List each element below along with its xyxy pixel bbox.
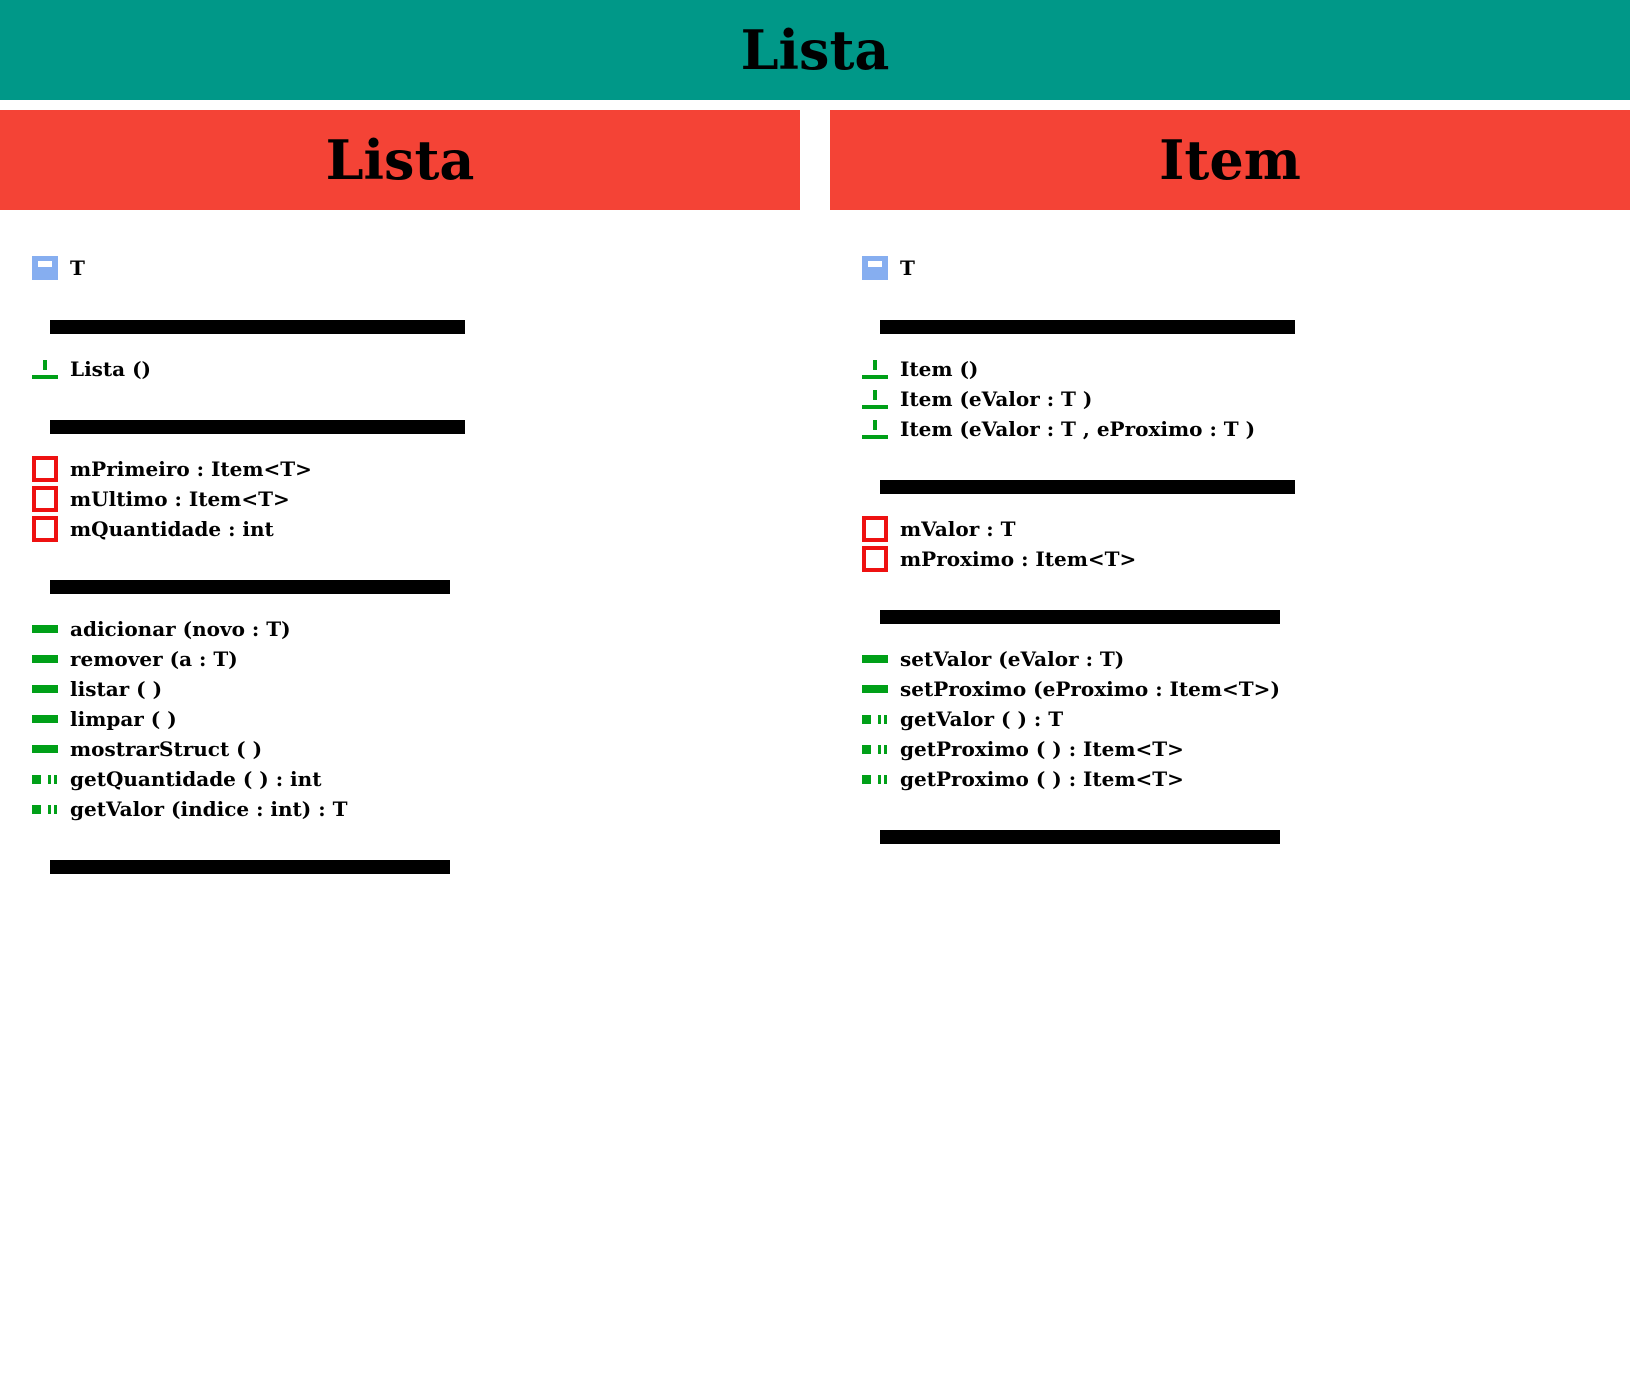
method-row: adicionar (novo : T) <box>32 614 291 644</box>
public-method-icon <box>32 706 58 732</box>
class-name: Lista <box>325 128 475 192</box>
class-name: Item <box>1159 128 1301 192</box>
method-label: getValor ( ) : T <box>900 707 1064 731</box>
method-row: getProximo ( ) : Item<T> <box>862 734 1184 764</box>
section-divider <box>880 830 1280 844</box>
field-row: mProximo : Item<T> <box>862 544 1136 574</box>
getter-method-icon <box>32 796 58 822</box>
getter-method-icon <box>862 766 888 792</box>
public-method-icon <box>32 736 58 762</box>
method-row: getQuantidade ( ) : int <box>32 764 321 794</box>
field-row: mQuantidade : int <box>32 514 274 544</box>
private-field-icon <box>32 456 58 482</box>
public-method-icon <box>862 646 888 672</box>
method-label: getValor (indice : int) : T <box>70 797 348 821</box>
section-divider <box>880 320 1295 334</box>
method-row: getValor (indice : int) : T <box>32 794 347 824</box>
type-param-icon <box>862 255 888 281</box>
field-label: mValor : T <box>900 517 1016 541</box>
class-header-lista: Lista <box>0 110 800 210</box>
private-field-icon <box>862 546 888 572</box>
constructor-icon <box>862 386 888 412</box>
getter-method-icon <box>862 736 888 762</box>
class-box-lista: Lista T Lista () mPrimeiro : Item<T> mUl… <box>0 110 800 1400</box>
method-row: remover (a : T) <box>32 644 238 674</box>
method-label: limpar ( ) <box>70 707 177 731</box>
constructor-row: Item (eValor : T , eProximo : T ) <box>862 414 1255 444</box>
field-label: mQuantidade : int <box>70 517 274 541</box>
public-method-icon <box>862 676 888 702</box>
method-row: setValor (eValor : T) <box>862 644 1124 674</box>
method-row: listar ( ) <box>32 674 162 704</box>
field-row: mPrimeiro : Item<T> <box>32 454 312 484</box>
class-box-item: Item T Item () Item (eValor : T ) Item (… <box>830 110 1630 1400</box>
method-row: setProximo (eProximo : Item<T>) <box>862 674 1280 704</box>
getter-method-icon <box>32 766 58 792</box>
method-label: setProximo (eProximo : Item<T>) <box>900 677 1280 701</box>
constructor-row: Item (eValor : T ) <box>862 384 1092 414</box>
method-label: setValor (eValor : T) <box>900 647 1125 671</box>
constructor-icon <box>862 356 888 382</box>
section-divider <box>50 580 450 594</box>
constructor-label: Item (eValor : T ) <box>900 387 1093 411</box>
type-param-row: T <box>32 253 85 283</box>
public-method-icon <box>32 616 58 642</box>
constructor-icon <box>32 356 58 382</box>
method-label: remover (a : T) <box>70 647 238 671</box>
constructor-row: Item () <box>862 354 978 384</box>
method-row: limpar ( ) <box>32 704 177 734</box>
section-divider <box>50 420 465 434</box>
section-divider <box>50 320 465 334</box>
method-label: adicionar (novo : T) <box>70 617 291 641</box>
getter-method-icon <box>862 706 888 732</box>
private-field-icon <box>862 516 888 542</box>
method-label: getProximo ( ) : Item<T> <box>900 737 1184 761</box>
field-row: mUltimo : Item<T> <box>32 484 290 514</box>
constructor-label: Item (eValor : T , eProximo : T ) <box>900 417 1256 441</box>
section-divider <box>880 480 1295 494</box>
method-label: listar ( ) <box>70 677 163 701</box>
type-param-row: T <box>862 253 915 283</box>
diagram-title: Lista <box>740 18 890 82</box>
private-field-icon <box>32 516 58 542</box>
constructor-label: Item () <box>900 357 979 381</box>
section-divider <box>50 860 450 874</box>
method-label: getProximo ( ) : Item<T> <box>900 767 1184 791</box>
field-label: mProximo : Item<T> <box>900 547 1137 571</box>
diagram-title-bar: Lista <box>0 0 1630 100</box>
constructor-label: Lista () <box>70 357 152 381</box>
method-row: getValor ( ) : T <box>862 704 1063 734</box>
constructor-row: Lista () <box>32 354 151 384</box>
field-label: mPrimeiro : Item<T> <box>70 457 312 481</box>
class-header-item: Item <box>830 110 1630 210</box>
constructor-icon <box>862 416 888 442</box>
method-label: getQuantidade ( ) : int <box>70 767 322 791</box>
section-divider <box>880 610 1280 624</box>
type-param-icon <box>32 255 58 281</box>
public-method-icon <box>32 646 58 672</box>
method-label: mostrarStruct ( ) <box>70 737 263 761</box>
public-method-icon <box>32 676 58 702</box>
field-row: mValor : T <box>862 514 1015 544</box>
method-row: getProximo ( ) : Item<T> <box>862 764 1184 794</box>
type-param-label: T <box>900 256 915 280</box>
type-param-label: T <box>70 256 85 280</box>
private-field-icon <box>32 486 58 512</box>
field-label: mUltimo : Item<T> <box>70 487 290 511</box>
method-row: mostrarStruct ( ) <box>32 734 262 764</box>
